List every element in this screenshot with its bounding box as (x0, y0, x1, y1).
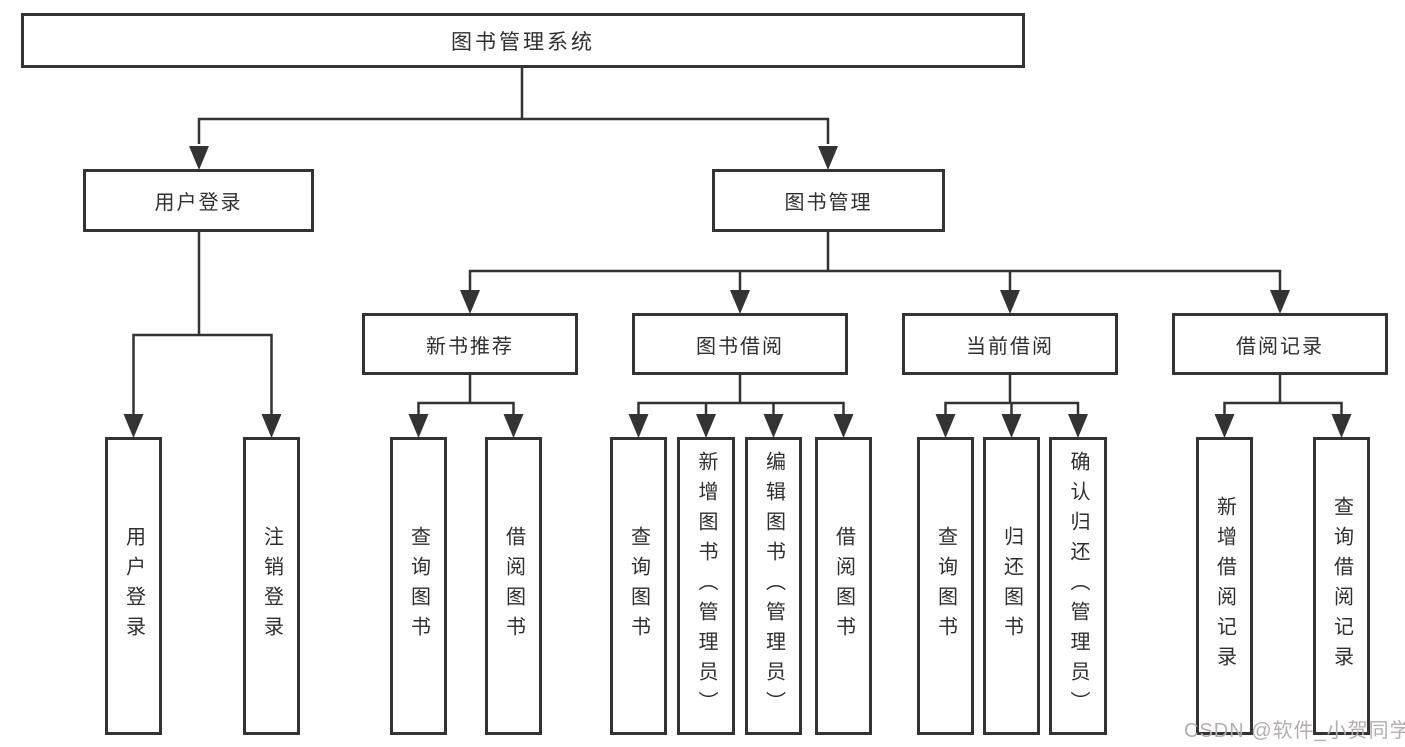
arrowhead-icon (628, 414, 649, 438)
arrowhead-icon (833, 414, 854, 438)
leaf-query-books-current: 查询图书 (917, 437, 974, 735)
leaf-logout: 注销登录 (243, 437, 300, 735)
leaf-query-borrow-record: 查询借阅记录 (1313, 437, 1370, 735)
leaf-query-borrow-record-label: 查询借阅记录 (1330, 496, 1353, 676)
leaf-borrow-books-recommend-label: 借阅图书 (502, 526, 525, 646)
connector-current-to-leaves (944, 373, 1080, 415)
node-book-borrowing-label: 图书借阅 (696, 335, 784, 358)
arrowhead-icon (763, 414, 784, 438)
leaf-query-books-recommend: 查询图书 (390, 437, 447, 735)
arrowhead-icon (935, 414, 956, 438)
leaf-query-books-recommend-label: 查询图书 (407, 526, 430, 646)
arrowhead-icon (696, 414, 716, 438)
leaf-confirm-return-admin: 确认归还（管理员） (1049, 437, 1107, 735)
leaf-borrow-books-borrowing-label: 借阅图书 (832, 526, 855, 646)
leaf-add-borrow-record: 新增借阅记录 (1196, 437, 1253, 735)
arrowhead-icon (730, 290, 750, 314)
arrowhead-icon (1270, 290, 1290, 314)
leaf-confirm-return-admin-label: 确认归还（管理员） (1067, 451, 1089, 721)
leaf-query-books-borrowing-label: 查询图书 (627, 526, 650, 646)
leaf-borrow-books-recommend: 借阅图书 (485, 437, 542, 735)
arrowhead-icon (460, 290, 480, 314)
arrowhead-icon (261, 414, 282, 438)
leaf-borrow-books-borrowing: 借阅图书 (815, 437, 872, 735)
leaf-user-login-label: 用户登录 (122, 526, 145, 646)
node-new-book-recommend: 新书推荐 (362, 313, 578, 375)
arrowhead-icon (1331, 414, 1352, 438)
connector-records-to-leaves (1223, 373, 1343, 415)
csdn-watermark: CSDN @软件_小贺同学 (1184, 720, 1405, 742)
leaf-query-books-borrowing: 查询图书 (610, 437, 667, 735)
node-root-label: 图书管理系统 (451, 30, 595, 54)
leaf-add-borrow-record-label: 新增借阅记录 (1213, 496, 1236, 676)
node-current-borrowing: 当前借阅 (902, 313, 1118, 375)
node-new-book-recommend-label: 新书推荐 (426, 335, 514, 358)
arrowhead-icon (408, 414, 429, 438)
connector-userlogin-to-leaves (132, 230, 273, 415)
node-book-management: 图书管理 (712, 169, 945, 232)
leaf-return-book: 归还图书 (983, 437, 1040, 735)
node-root: 图书管理系统 (21, 13, 1025, 68)
node-user-login-label: 用户登录 (154, 192, 243, 214)
node-book-borrowing: 图书借阅 (632, 313, 848, 375)
arrowhead-icon (189, 146, 209, 170)
leaf-add-book-admin-label: 新增图书（管理员） (695, 451, 717, 721)
node-current-borrowing-label: 当前借阅 (966, 335, 1054, 358)
node-user-login: 用户登录 (83, 169, 314, 232)
leaf-return-book-label: 归还图书 (1000, 526, 1023, 646)
leaf-user-login: 用户登录 (105, 437, 162, 735)
connector-newbook-to-leaves (417, 373, 515, 415)
leaf-edit-book-admin: 编辑图书（管理员） (745, 437, 802, 735)
arrowhead-icon (503, 414, 524, 438)
node-borrowing-records: 借阅记录 (1172, 313, 1388, 375)
connector-bookmgmt-to-sections (468, 230, 1282, 291)
leaf-logout-label: 注销登录 (260, 526, 283, 646)
arrowhead-icon (123, 414, 144, 438)
leaf-edit-book-admin-label: 编辑图书（管理员） (762, 451, 785, 721)
connector-borrowing-to-leaves (637, 373, 845, 415)
node-borrowing-records-label: 借阅记录 (1236, 335, 1324, 358)
node-book-management-label: 图书管理 (784, 192, 873, 214)
arrowhead-icon (1214, 414, 1235, 438)
arrowhead-icon (1068, 414, 1088, 438)
leaf-query-books-current-label: 查询图书 (934, 526, 957, 646)
arrowhead-icon (1001, 414, 1022, 438)
connector-root-to-level2 (197, 67, 830, 144)
leaf-add-book-admin: 新增图书（管理员） (677, 437, 735, 735)
arrowhead-icon (1000, 290, 1020, 314)
arrowhead-icon (818, 146, 838, 170)
